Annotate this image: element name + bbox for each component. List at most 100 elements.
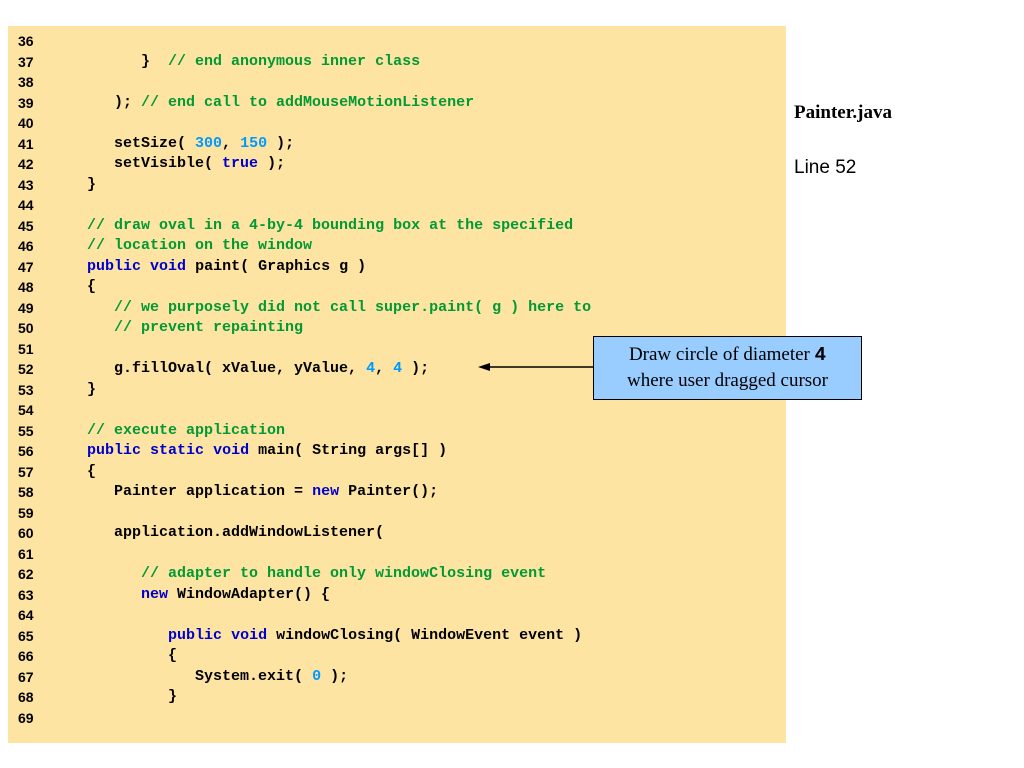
code-token-plain: setVisible( <box>114 155 223 172</box>
code-line: 41 setSize( 300, 150 ); <box>8 134 786 155</box>
code-line: 62 // adapter to handle only windowClosi… <box>8 564 786 585</box>
code-token-plain: g.fillOval( xValue, yValue, <box>114 360 367 377</box>
line-number: 60 <box>18 525 34 541</box>
code-token-number: 300 <box>195 134 223 152</box>
line-code: } <box>60 687 177 708</box>
code-line: 38 <box>8 72 786 93</box>
code-lines: 36 37 } // end anonymous inner class 38 39 … <box>8 31 786 728</box>
line-number: 40 <box>18 115 34 131</box>
code-line: 69 <box>8 708 786 729</box>
line-number: 62 <box>18 566 34 582</box>
line-number: 67 <box>18 668 34 685</box>
code-token-plain: windowClosing( WindowEvent event ) <box>267 626 583 644</box>
code-token-plain: { <box>168 647 178 664</box>
line-number: 65 <box>18 627 34 644</box>
line-number: 36 <box>18 33 34 49</box>
line-number: 57 <box>18 463 34 480</box>
code-line: 54 <box>8 400 786 421</box>
line-number: 44 <box>18 197 34 213</box>
callout-arrow-head <box>478 363 490 371</box>
code-token-plain: WindowAdapter() { <box>168 585 331 603</box>
code-token-plain: { <box>87 462 97 480</box>
line-number: 58 <box>18 484 34 500</box>
code-token-comment: // draw oval in a 4-by-4 bounding box at… <box>87 216 574 234</box>
code-token-plain: } <box>168 688 178 705</box>
code-line: 66 { <box>8 646 786 667</box>
line-code: g.fillOval( xValue, yValue, 4, 4 ); <box>60 359 429 380</box>
line-number: 45 <box>18 217 34 234</box>
code-token-comment: // we purposely did not call super.paint… <box>114 298 592 316</box>
line-number: 48 <box>18 279 34 295</box>
code-token-keyword: public <box>87 257 142 275</box>
code-line: 44 <box>8 195 786 216</box>
code-token-comment: // adapter to handle only windowClosing … <box>141 565 547 582</box>
code-line: 65 public void windowClosing( WindowEven… <box>8 626 786 647</box>
code-token-plain: ); <box>321 667 349 685</box>
annotation-callout: Draw circle of diameter 4 where user dra… <box>593 336 862 400</box>
line-number: 66 <box>18 648 34 664</box>
code-line: 61 <box>8 544 786 565</box>
code-token-comment: // execute application <box>87 421 286 439</box>
code-token-plain: ); <box>267 134 295 152</box>
code-line: 51 <box>8 339 786 360</box>
code-line: 52 g.fillOval( xValue, yValue, 4, 4 ); <box>8 359 786 380</box>
line-number: 39 <box>18 94 34 111</box>
line-code: setVisible( true ); <box>60 154 285 175</box>
code-token-keyword: public <box>87 442 142 459</box>
code-token-plain: paint( Graphics g ) <box>186 257 367 275</box>
line-code: // draw oval in a 4-by-4 bounding box at… <box>60 216 573 237</box>
line-number: 56 <box>18 443 34 459</box>
code-line: 49 // we purposely did not call super.pa… <box>8 298 786 319</box>
code-token-comment: // end anonymous inner class <box>168 52 421 70</box>
code-line: 67 System.exit( 0 ); <box>8 667 786 688</box>
code-token-plain: System.exit( <box>195 667 313 685</box>
line-code: } <box>60 175 96 196</box>
callout-number: 4 <box>814 344 827 366</box>
line-code: { <box>60 646 177 667</box>
line-number: 51 <box>18 340 34 357</box>
line-number: 38 <box>18 74 34 90</box>
line-code: application.addWindowListener( <box>60 523 384 544</box>
code-line: 53 } <box>8 380 786 401</box>
code-token-plain: Painter(); <box>339 483 439 500</box>
code-line: 39 ); // end call to addMouseMotionListe… <box>8 93 786 114</box>
code-line: 58 Painter application = new Painter(); <box>8 482 786 503</box>
line-code: // adapter to handle only windowClosing … <box>60 564 546 585</box>
line-number: 46 <box>18 238 34 254</box>
line-code: // prevent repainting <box>60 318 303 339</box>
line-code: { <box>60 462 96 483</box>
line-number: 42 <box>18 156 34 172</box>
code-token-plain: application.addWindowListener( <box>114 524 385 541</box>
line-code: // location on the window <box>60 236 312 257</box>
line-number: 69 <box>18 709 34 726</box>
line-code: } <box>60 380 96 401</box>
code-token-plain: , <box>222 134 241 152</box>
code-token-number: 150 <box>240 134 268 152</box>
line-number: 64 <box>18 607 34 623</box>
code-token-comment: // prevent repainting <box>114 319 304 336</box>
code-token-keyword: new <box>141 585 169 603</box>
code-token-plain: , <box>375 360 394 377</box>
code-line: 40 <box>8 113 786 134</box>
line-number: 37 <box>18 53 34 70</box>
code-token-plain: ); <box>258 155 286 172</box>
code-token-comment: // location on the window <box>87 237 313 254</box>
code-line: 55 // execute application <box>8 421 786 442</box>
line-number: 52 <box>18 361 34 377</box>
code-token-plain: setSize( <box>114 134 196 152</box>
code-token-plain: } <box>87 380 97 398</box>
line-code: public static void main( String args[] ) <box>60 441 447 462</box>
line-number: 59 <box>18 504 34 521</box>
code-token-keyword: void <box>213 442 250 459</box>
code-line: 59 <box>8 503 786 524</box>
code-line: 36 <box>8 31 786 52</box>
line-number: 54 <box>18 402 34 418</box>
code-line: 42 setVisible( true ); <box>8 154 786 175</box>
code-token-keyword: public <box>168 626 223 644</box>
line-number: 53 <box>18 381 34 398</box>
code-token-plain: ); <box>114 93 142 111</box>
code-line: 48 { <box>8 277 786 298</box>
file-name-label: Painter.java <box>794 102 892 123</box>
line-code: ); // end call to addMouseMotionListener <box>60 93 474 114</box>
